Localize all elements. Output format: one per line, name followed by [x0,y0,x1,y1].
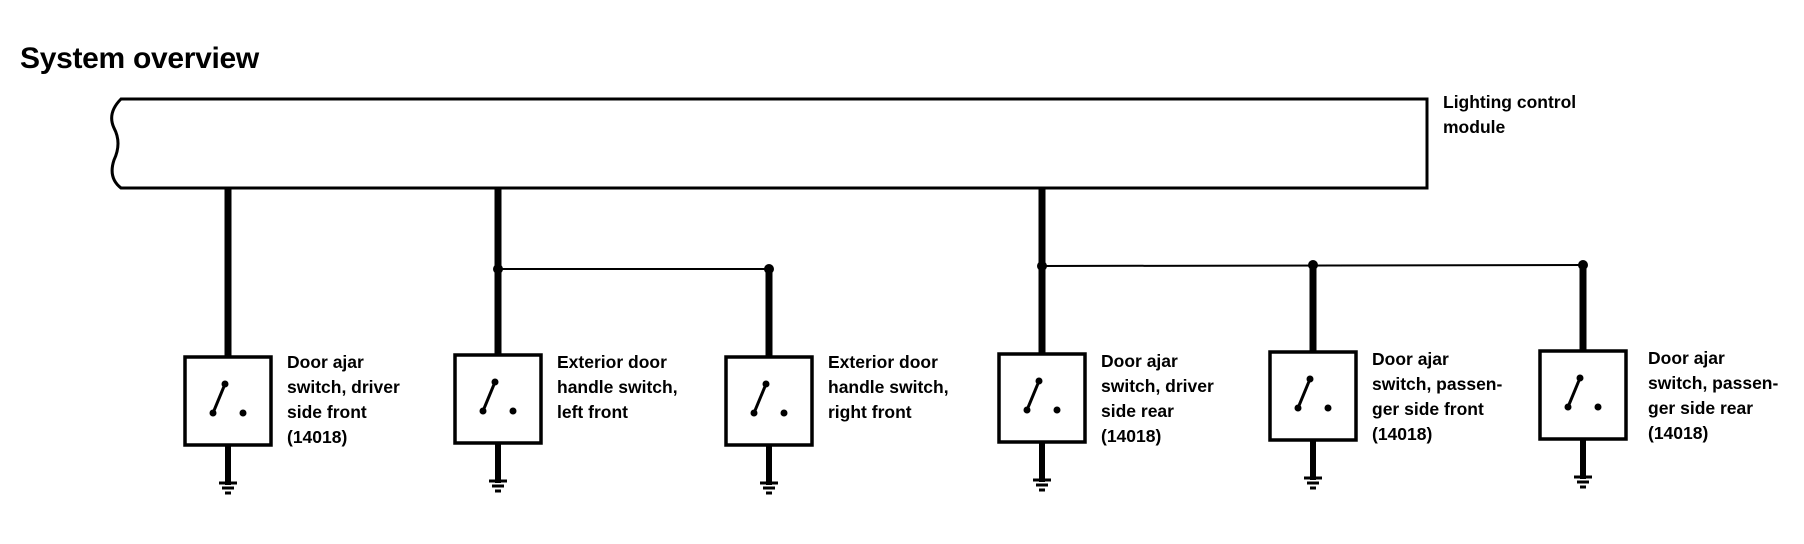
switch-contact-dot [221,380,229,388]
switch-contact-dot [1576,374,1584,382]
switch-contact-dot [209,409,217,417]
splice-dot [764,264,774,274]
switch-lever [481,381,497,412]
component-label-driver-rear: Door ajar switch, driver side rear (1401… [1101,351,1214,446]
splice-dot [493,264,503,274]
lighting-control-module-bar [110,97,1429,190]
switch-box-edh-lf [453,353,543,445]
switch-contact-dot [491,378,499,386]
switch-lever [1025,380,1041,411]
switch-contact-dot [509,407,517,415]
switch-lever [211,383,227,414]
component-label-driver-front: Door ajar switch, driver side front (140… [287,352,400,447]
switch-box-dajar-df [183,355,273,447]
switch-contact-dot [1564,403,1572,411]
switch-contact-dot [780,409,788,417]
switch-contact-dot [1306,375,1314,383]
splice-dot [1578,260,1588,270]
switch-box-edh-rf [724,355,814,447]
switch-contact-dot [479,407,487,415]
diagram-title: System overview [20,42,259,75]
switch-contact-dot [762,380,770,388]
switch-lever [752,383,768,414]
switch-contact-dot [1053,406,1061,414]
switch-contact-dot [750,409,758,417]
switch-contact-dot [239,409,247,417]
component-label-passenger-front: Door ajar switch, passen- ger side front… [1372,349,1503,444]
switch-lever [1566,377,1582,408]
switch-box-dajar-pf [1268,350,1358,442]
component-label-right-front: Exterior door handle switch, right front [828,352,949,422]
switch-contact-dot [1035,377,1043,385]
switch-contact-dot [1023,406,1031,414]
module-label: Lighting control module [1443,92,1577,137]
component-label-passenger-rear: Door ajar switch, passen- ger side rear … [1648,348,1779,443]
switch-group [183,349,1628,495]
switch-contact-dot [1294,404,1302,412]
splice-dot [1308,260,1318,270]
splice-dot [1037,261,1047,271]
switch-box-dajar-pr [1538,349,1628,441]
switch-box-dajar-dr [997,352,1087,444]
switch-contact-dot [1324,404,1332,412]
switch-lever [1296,378,1312,409]
component-label-left-front: Exterior door handle switch, left front [557,352,678,422]
switch-contact-dot [1594,403,1602,411]
